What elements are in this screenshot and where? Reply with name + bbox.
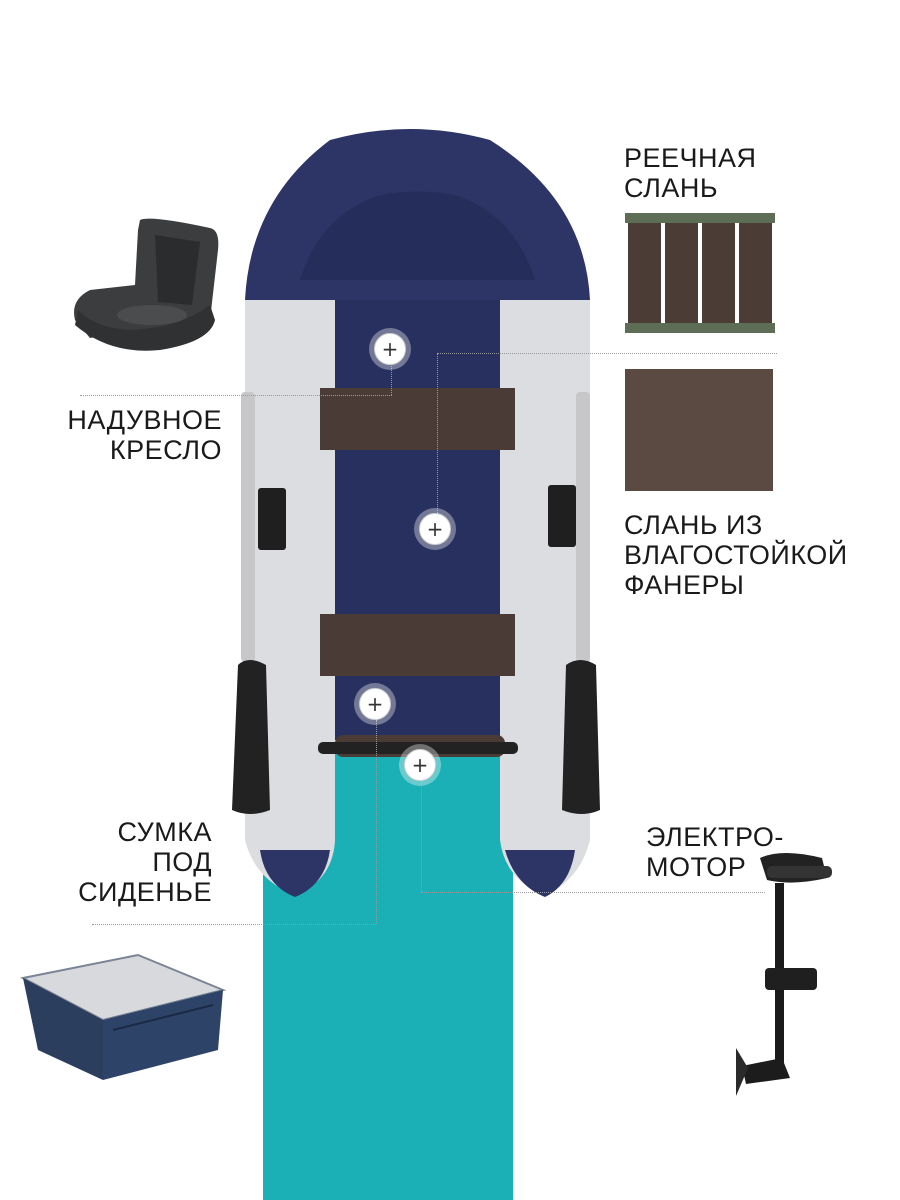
leader-line-bag-drop — [376, 720, 377, 924]
leader-line-floor-drop — [437, 353, 438, 513]
marker-bag[interactable]: + — [359, 688, 391, 720]
electric-motor-icon — [736, 853, 832, 1096]
inflatable-seat-icon — [74, 218, 219, 351]
slat-floor-icon — [625, 213, 775, 333]
plywood-floor-icon — [625, 369, 773, 491]
leader-line-motor-drop — [421, 780, 422, 892]
marker-seat[interactable]: + — [374, 333, 406, 365]
leader-line-seat — [80, 395, 392, 396]
leader-line-seat-drop — [391, 362, 392, 395]
label-electric-motor: ЭЛЕКТРО- МОТОР — [646, 822, 784, 882]
leader-line-bag — [92, 924, 376, 925]
leader-line-motor — [421, 892, 765, 893]
leader-line-floor — [437, 353, 777, 354]
label-plywood-floor: СЛАНЬ ИЗ ВЛАГОСТОЙКОЙ ФАНЕРЫ — [624, 510, 848, 600]
seat-bag-icon — [20, 953, 227, 1080]
label-inflatable-seat: НАДУВНОЕ КРЕСЛО — [67, 405, 222, 465]
marker-floor[interactable]: + — [419, 513, 451, 545]
marker-motor[interactable]: + — [404, 749, 436, 781]
label-seat-bag: СУМКА ПОД СИДЕНЬЕ — [78, 817, 212, 907]
label-slat-floor: РЕЕЧНАЯ СЛАНЬ — [624, 143, 757, 203]
